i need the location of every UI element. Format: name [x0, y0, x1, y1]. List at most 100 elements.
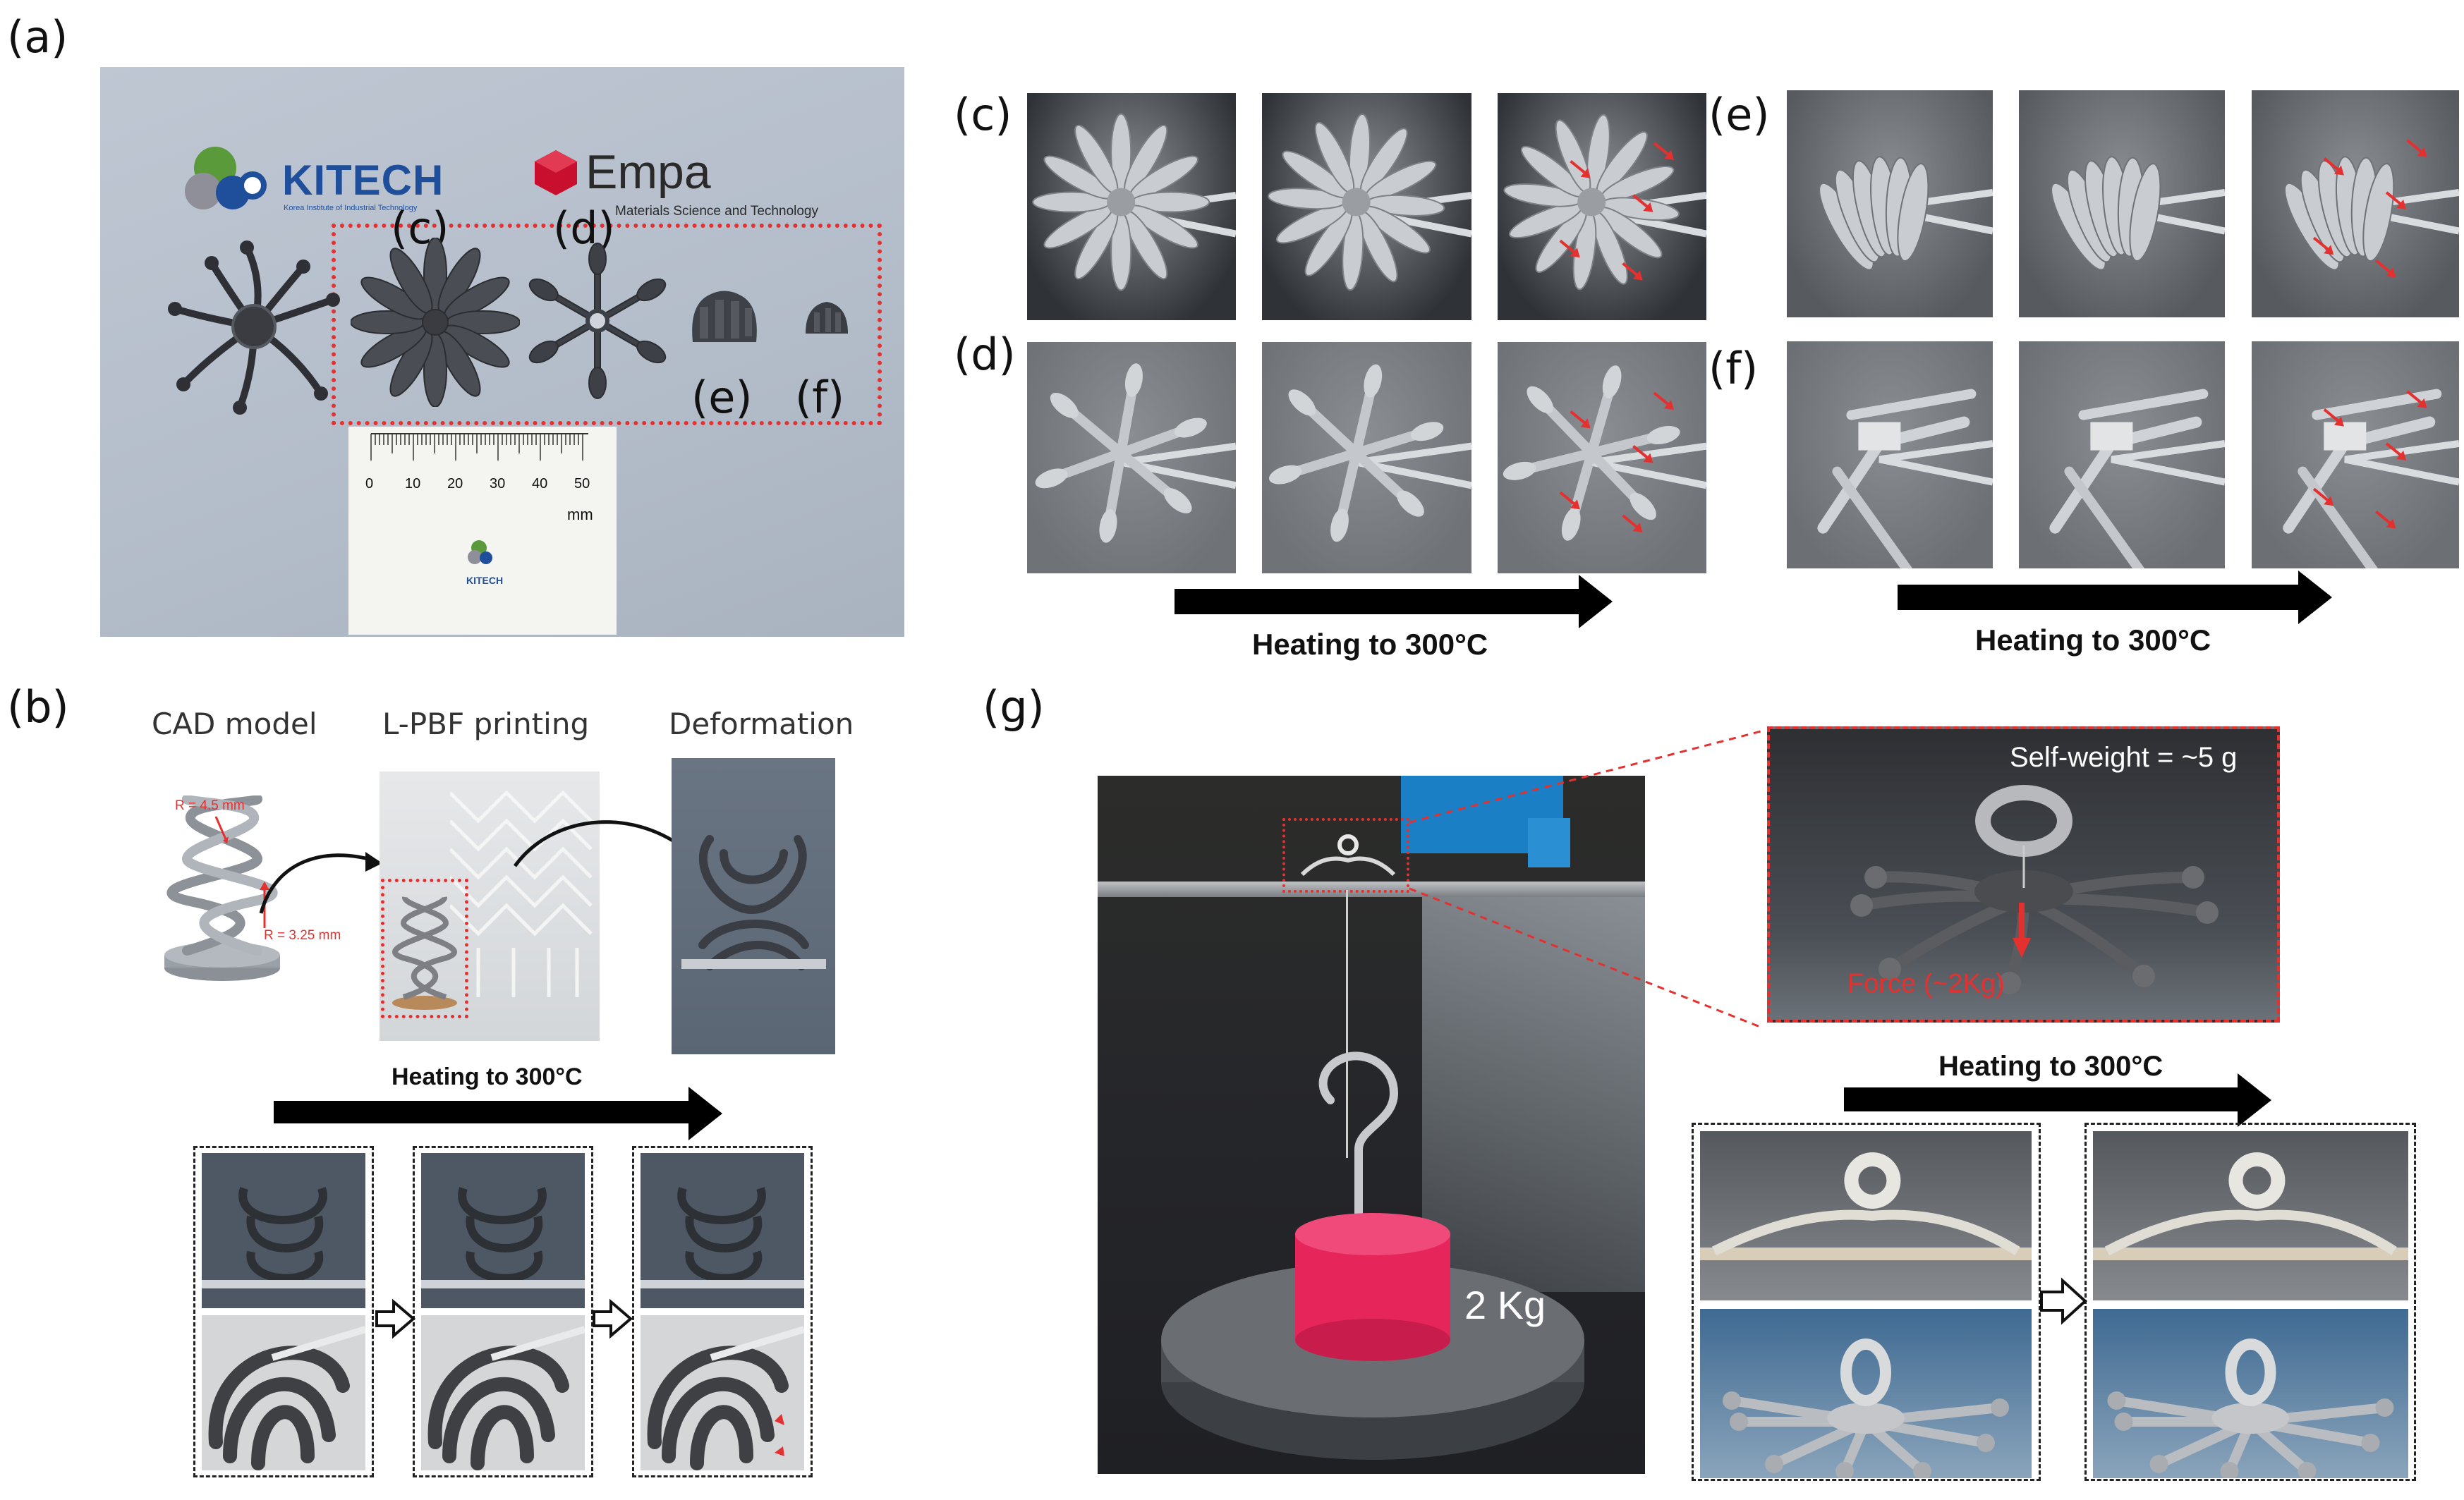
photo-f-2 — [2019, 341, 2225, 568]
blue-clamp-arm — [1528, 818, 1570, 867]
cad-r-outer-arrow-icon — [214, 816, 229, 843]
photo-f-3 — [2252, 341, 2459, 568]
b-col-deformation-label: Deformation — [669, 707, 854, 741]
photo-e-3 — [2252, 90, 2459, 317]
b-seq-box-3 — [632, 1146, 813, 1477]
photo-e-1 — [1787, 90, 1993, 317]
ruler-unit: mm — [567, 506, 593, 523]
hook-icon — [1318, 1051, 1399, 1224]
g-sample-small — [1300, 834, 1396, 877]
photo-d-3 — [1498, 342, 1706, 573]
kitech-logo-mark-icon — [185, 147, 267, 209]
b-seq-bottom-2 — [421, 1315, 585, 1470]
panel-a-photo: KITECH Korea Institute of Industrial Tec… — [100, 67, 904, 637]
sample-curled-f — [806, 302, 848, 334]
g-seq-top-1 — [1700, 1131, 2032, 1300]
red-arrow-icon — [1622, 514, 1639, 530]
b-col-cad-label: CAD model — [152, 707, 317, 741]
ruler-tick-50: 50 — [574, 476, 590, 492]
ruler-tick-20: 20 — [447, 476, 463, 492]
red-arrow-icon — [2375, 510, 2393, 526]
bench-body — [1422, 897, 1645, 1292]
empa-logo-subtext: Materials Science and Technology — [615, 204, 818, 219]
g-seq-bottom-2 — [2093, 1309, 2408, 1478]
panel-label-g: (g) — [983, 681, 1045, 733]
red-arrow-icon — [2406, 390, 2424, 406]
empa-logo: Empa Materials Science and Technology — [530, 145, 827, 222]
red-arrow-icon — [2312, 487, 2331, 503]
ruler-tick-40: 40 — [532, 476, 548, 492]
cad-label-r-inner: R = 3.25 mm — [264, 928, 341, 943]
hanging-wire — [1346, 890, 1348, 1158]
empa-logo-text: Empa — [585, 145, 711, 199]
red-arrow-icon — [1653, 142, 1671, 157]
tag-e: (e) — [691, 372, 753, 423]
weight-2kg — [1161, 1213, 1584, 1460]
heating-text-cd: Heating to 300°C — [1252, 628, 1488, 661]
heating-text-b: Heating to 300°C — [392, 1063, 583, 1090]
red-arrow-icon — [2323, 157, 2341, 173]
ruler-card: 0 10 20 30 40 50 mm KITECH — [348, 427, 617, 635]
b-seq-box-1 — [193, 1146, 374, 1477]
heating-arrow-g — [1844, 1073, 2271, 1127]
heating-text-g: Heating to 300°C — [1938, 1051, 2163, 1082]
sample-d-2 — [1269, 364, 1471, 542]
heating-text-ef: Heating to 300°C — [1975, 623, 2211, 657]
panel-label-b: (b) — [7, 681, 69, 733]
zoom-connector — [1409, 729, 1764, 1030]
red-arrow-icon — [2385, 442, 2403, 458]
b-seq-top-2 — [421, 1153, 585, 1308]
photo-f-1 — [1787, 341, 1993, 568]
red-arrow-icon — [2375, 259, 2393, 275]
sample-d-3 — [1503, 365, 1706, 541]
tag-f: (f) — [795, 372, 845, 423]
heating-arrow-ef — [1898, 571, 2332, 624]
red-arrow-icon — [2312, 236, 2331, 252]
sample-f-1 — [1817, 389, 1993, 568]
red-arrow-icon — [2323, 408, 2341, 424]
lattice-parts — [450, 790, 593, 997]
panel-label-e: (e) — [1709, 89, 1770, 140]
weight-label: 2 Kg — [1464, 1283, 1546, 1327]
panel-label-a: (a) — [7, 11, 68, 63]
b-next-arrow-icon — [375, 1298, 416, 1339]
ruler-tick-30: 30 — [490, 476, 506, 492]
b-seq-box-2 — [413, 1146, 593, 1477]
deformed-helix — [681, 835, 826, 970]
b-seq-bottom-1 — [202, 1315, 365, 1470]
b-seq-top-3 — [641, 1153, 804, 1308]
g-main-photo: 2 Kg — [1098, 776, 1645, 1474]
lpbf-selection-box — [381, 879, 468, 1018]
ruler-tick-10: 10 — [405, 476, 421, 492]
printed-helix — [392, 896, 457, 1010]
sample-c-1 — [1032, 113, 1236, 291]
b-next-arrow-icon — [593, 1298, 633, 1339]
red-arrow-icon — [1632, 194, 1650, 209]
cad-model-helix — [164, 795, 280, 981]
sample-f-3 — [2283, 389, 2459, 568]
panel-label-f: (f) — [1709, 343, 1759, 394]
sample-star-d — [528, 243, 667, 399]
panel-label-c: (c) — [954, 89, 1012, 140]
red-arrow-icon — [1559, 239, 1577, 255]
cad-label-r-outer: R = 4.5 mm — [175, 798, 245, 813]
lpbf-printing-photo — [380, 772, 600, 1041]
selection-box — [332, 224, 882, 425]
b-seq-top-1 — [202, 1153, 365, 1308]
deformation-photo — [672, 758, 835, 1054]
photo-d-2 — [1262, 342, 1471, 573]
sample-e-3 — [2284, 139, 2459, 278]
g-zoom-inset: Self-weight = ~5 g Force (~2Kg) — [1767, 726, 2280, 1023]
red-arrow-icon — [2385, 191, 2403, 207]
sample-e-1 — [1819, 156, 1993, 271]
sample-c-3 — [1503, 114, 1706, 291]
heating-arrow-cd — [1175, 575, 1613, 628]
sample-e-2 — [2051, 156, 2225, 271]
sample-f-2 — [2049, 389, 2225, 568]
g-next-arrow-icon — [2040, 1277, 2087, 1325]
red-arrow-icon — [1559, 491, 1577, 506]
b-seq-bottom-3 — [641, 1315, 804, 1470]
empa-logo-mark-icon — [535, 150, 577, 195]
kitech-logo: KITECH Korea Institute of Industrial Tec… — [176, 136, 443, 221]
ruler-scale — [370, 433, 588, 461]
